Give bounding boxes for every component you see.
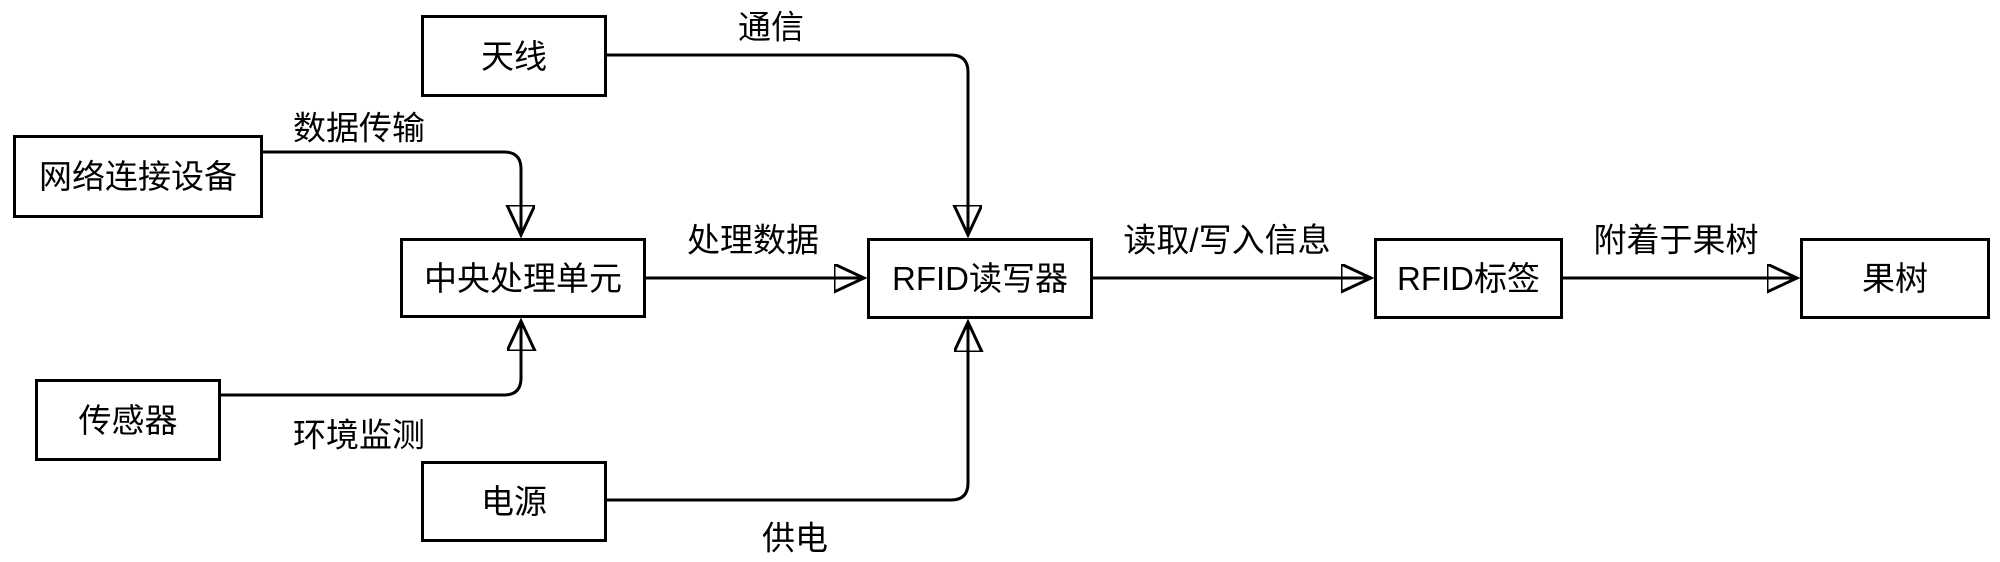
edge-label-communication: 通信 xyxy=(736,8,806,46)
node-fruit-tree: 果树 xyxy=(1800,238,1990,319)
node-antenna: 天线 xyxy=(421,15,607,97)
edge-label-process-data: 处理数据 xyxy=(685,221,821,259)
node-rfid-tag-label: RFID标签 xyxy=(1397,260,1540,297)
node-antenna-label: 天线 xyxy=(481,37,547,75)
node-cpu: 中央处理单元 xyxy=(400,238,646,318)
edge-label-environment-monitoring: 环境监测 xyxy=(291,416,427,454)
edge-label-read-write-info: 读取/写入信息 xyxy=(1121,221,1333,259)
node-rfid-tag: RFID标签 xyxy=(1374,238,1563,319)
node-power-label: 电源 xyxy=(481,483,547,520)
node-power: 电源 xyxy=(421,461,607,542)
node-sensor-label: 传感器 xyxy=(78,401,178,439)
node-sensor: 传感器 xyxy=(35,379,221,461)
node-cpu-label: 中央处理单元 xyxy=(424,259,622,297)
edge-power-to-reader xyxy=(607,323,968,502)
node-network-device: 网络连接设备 xyxy=(13,135,263,218)
edge-label-data-transmission: 数据传输 xyxy=(291,109,427,147)
node-network-device-label: 网络连接设备 xyxy=(39,158,237,195)
node-fruit-tree-label: 果树 xyxy=(1862,260,1928,297)
edge-label-power-supply: 供电 xyxy=(760,519,830,557)
edge-sensor-to-cpu xyxy=(221,322,521,397)
edge-label-attached-to-tree: 附着于果树 xyxy=(1591,221,1761,259)
edge-network-to-cpu xyxy=(263,150,521,234)
node-rfid-reader-label: RFID读写器 xyxy=(892,260,1068,297)
edge-antenna-to-reader xyxy=(607,53,968,234)
node-rfid-reader: RFID读写器 xyxy=(867,238,1093,319)
